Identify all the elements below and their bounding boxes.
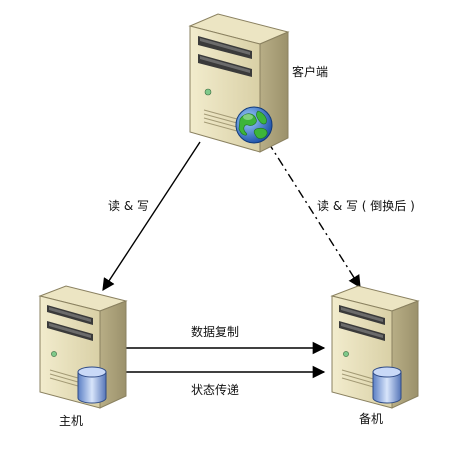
standby-database-icon	[372, 366, 402, 404]
globe-icon	[235, 106, 273, 144]
edge-replication-label: 数据复制	[191, 325, 240, 339]
standby-label: 备机	[359, 412, 384, 426]
edge-client-to-primary	[102, 141, 201, 292]
edge-state-transfer-label: 状态传递	[191, 383, 240, 397]
edge-client-to-standby-label: 读 & 写 ( 倒换后 )	[317, 199, 415, 213]
primary-label: 主机	[59, 414, 84, 428]
client-label: 客户端	[292, 65, 329, 79]
edge-client-to-primary-label: 读 & 写	[108, 199, 149, 213]
edge-client-to-standby	[267, 141, 361, 289]
primary-database-icon	[77, 366, 107, 404]
